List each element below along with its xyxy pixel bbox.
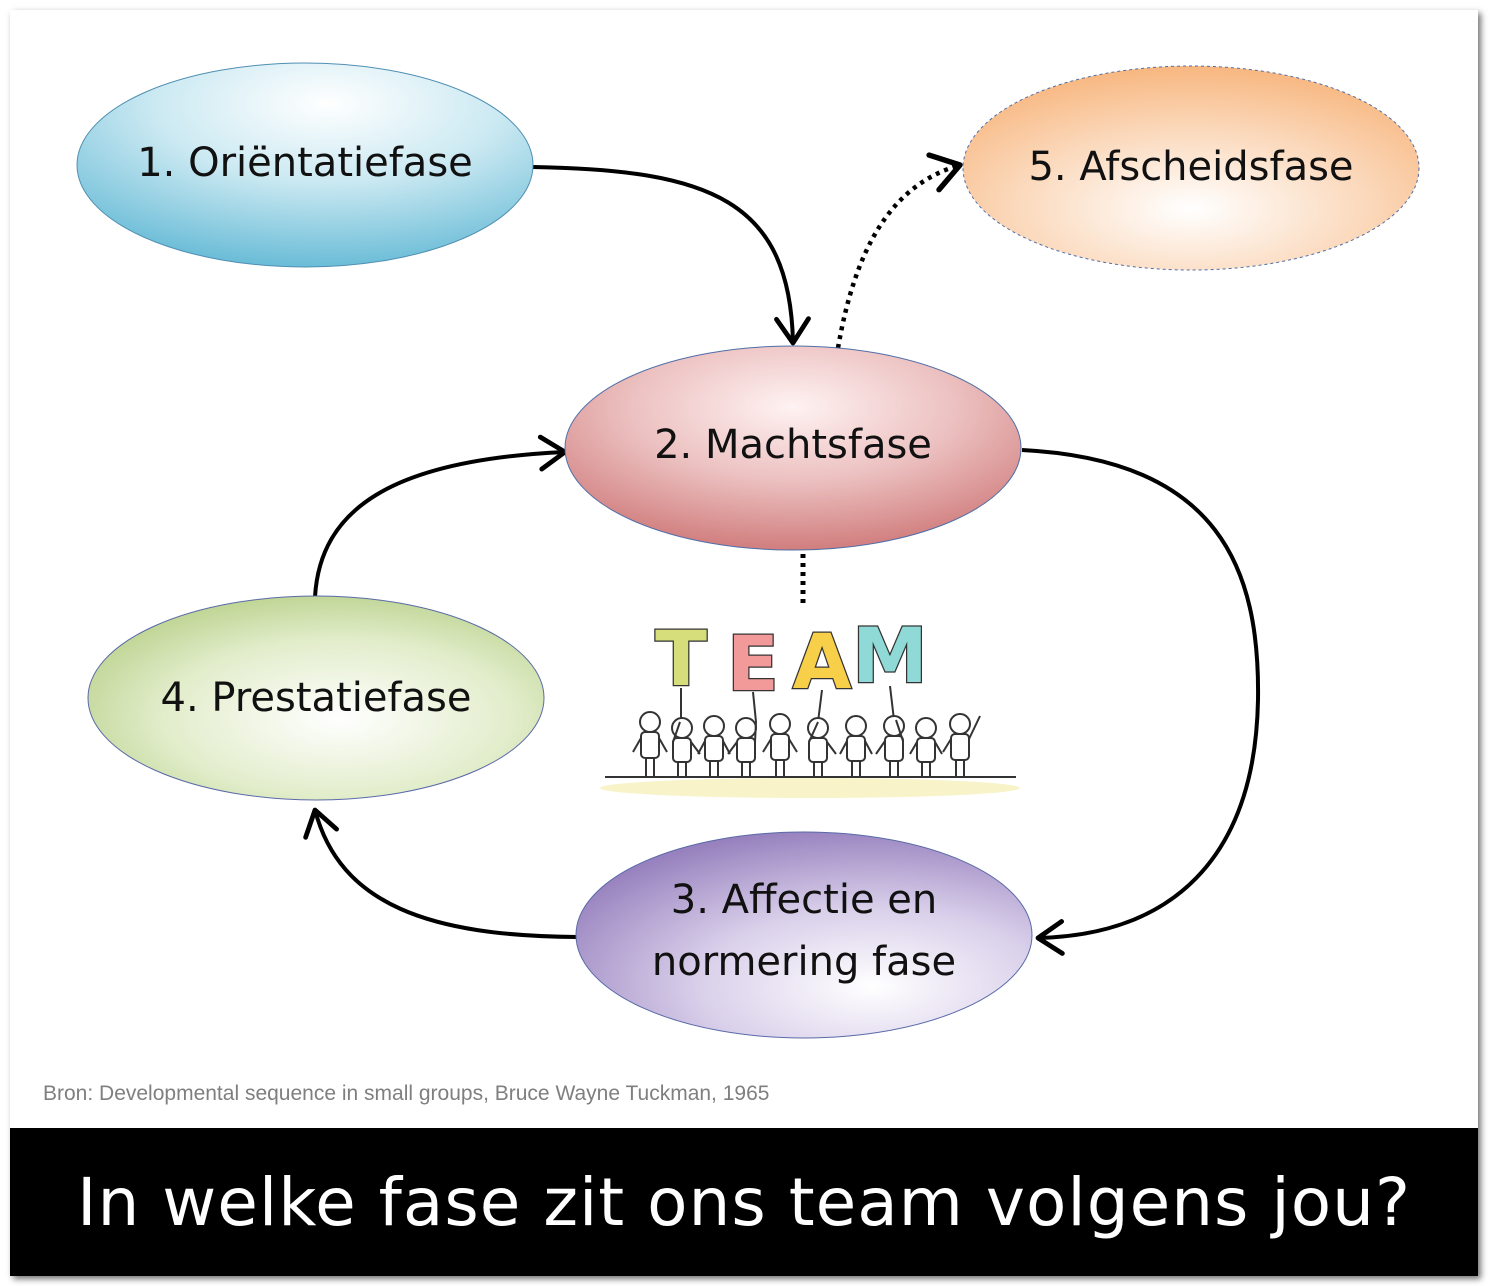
- phase-5-afscheidsfase: 5. Afscheidsfase: [962, 65, 1420, 271]
- arrow-phase3-to-phase4: [303, 807, 578, 939]
- phase-1-label: 1. Oriëntatiefase: [137, 140, 473, 186]
- phase-2-machtsfase: 2. Machtsfase: [564, 345, 1022, 551]
- arrow-phase1-to-phase2: [532, 165, 811, 346]
- question-text: In welke fase zit ons team volgens jou?: [77, 1163, 1411, 1241]
- team-people: [632, 711, 981, 777]
- phase-2-ellipse: [564, 345, 1022, 551]
- question-banner: In welke fase zit ons team volgens jou?: [10, 1128, 1478, 1276]
- team-ground-shadow: [600, 778, 1020, 798]
- phase-2-label: 2. Machtsfase: [654, 422, 932, 468]
- slide-frame: 1. Oriëntatiefase 2. Machtsfase 3. Affec…: [10, 10, 1478, 1276]
- phase-4-prestatiefase: 4. Prestatiefase: [87, 595, 545, 801]
- phase-1-ellipse: [76, 62, 534, 268]
- arrow-phase2-to-phase3: [1021, 448, 1261, 956]
- team-illustration: T E A M: [600, 610, 1020, 798]
- phase-4-ellipse: [87, 595, 545, 801]
- dotted-arrow-phase2-to-phase5: [835, 152, 963, 349]
- phase-1-orientatiefase: 1. Oriëntatiefase: [76, 62, 534, 268]
- phase-5-ellipse: [962, 65, 1420, 271]
- phase-3-affectie-normering: 3. Affectie en normering fase: [575, 831, 1033, 1039]
- phase-3-label-line2: normering fase: [652, 939, 956, 985]
- phase-3-ellipse: [575, 831, 1033, 1039]
- phase-4-label: 4. Prestatiefase: [161, 675, 472, 721]
- team-letter-m: M: [852, 611, 928, 700]
- phase-5-label: 5. Afscheidsfase: [1028, 144, 1353, 190]
- source-note: Bron: Developmental sequence in small gr…: [43, 1082, 770, 1105]
- team-sign-poles: [680, 685, 895, 723]
- arrow-phase4-to-phase2: [313, 434, 568, 598]
- arrows: [303, 152, 1261, 956]
- phase-3-label-line1: 3. Affectie en: [671, 877, 937, 923]
- tuckman-phase-diagram: 1. Oriëntatiefase 2. Machtsfase 3. Affec…: [76, 62, 1420, 1039]
- team-letter-signs: T E A M: [654, 610, 929, 710]
